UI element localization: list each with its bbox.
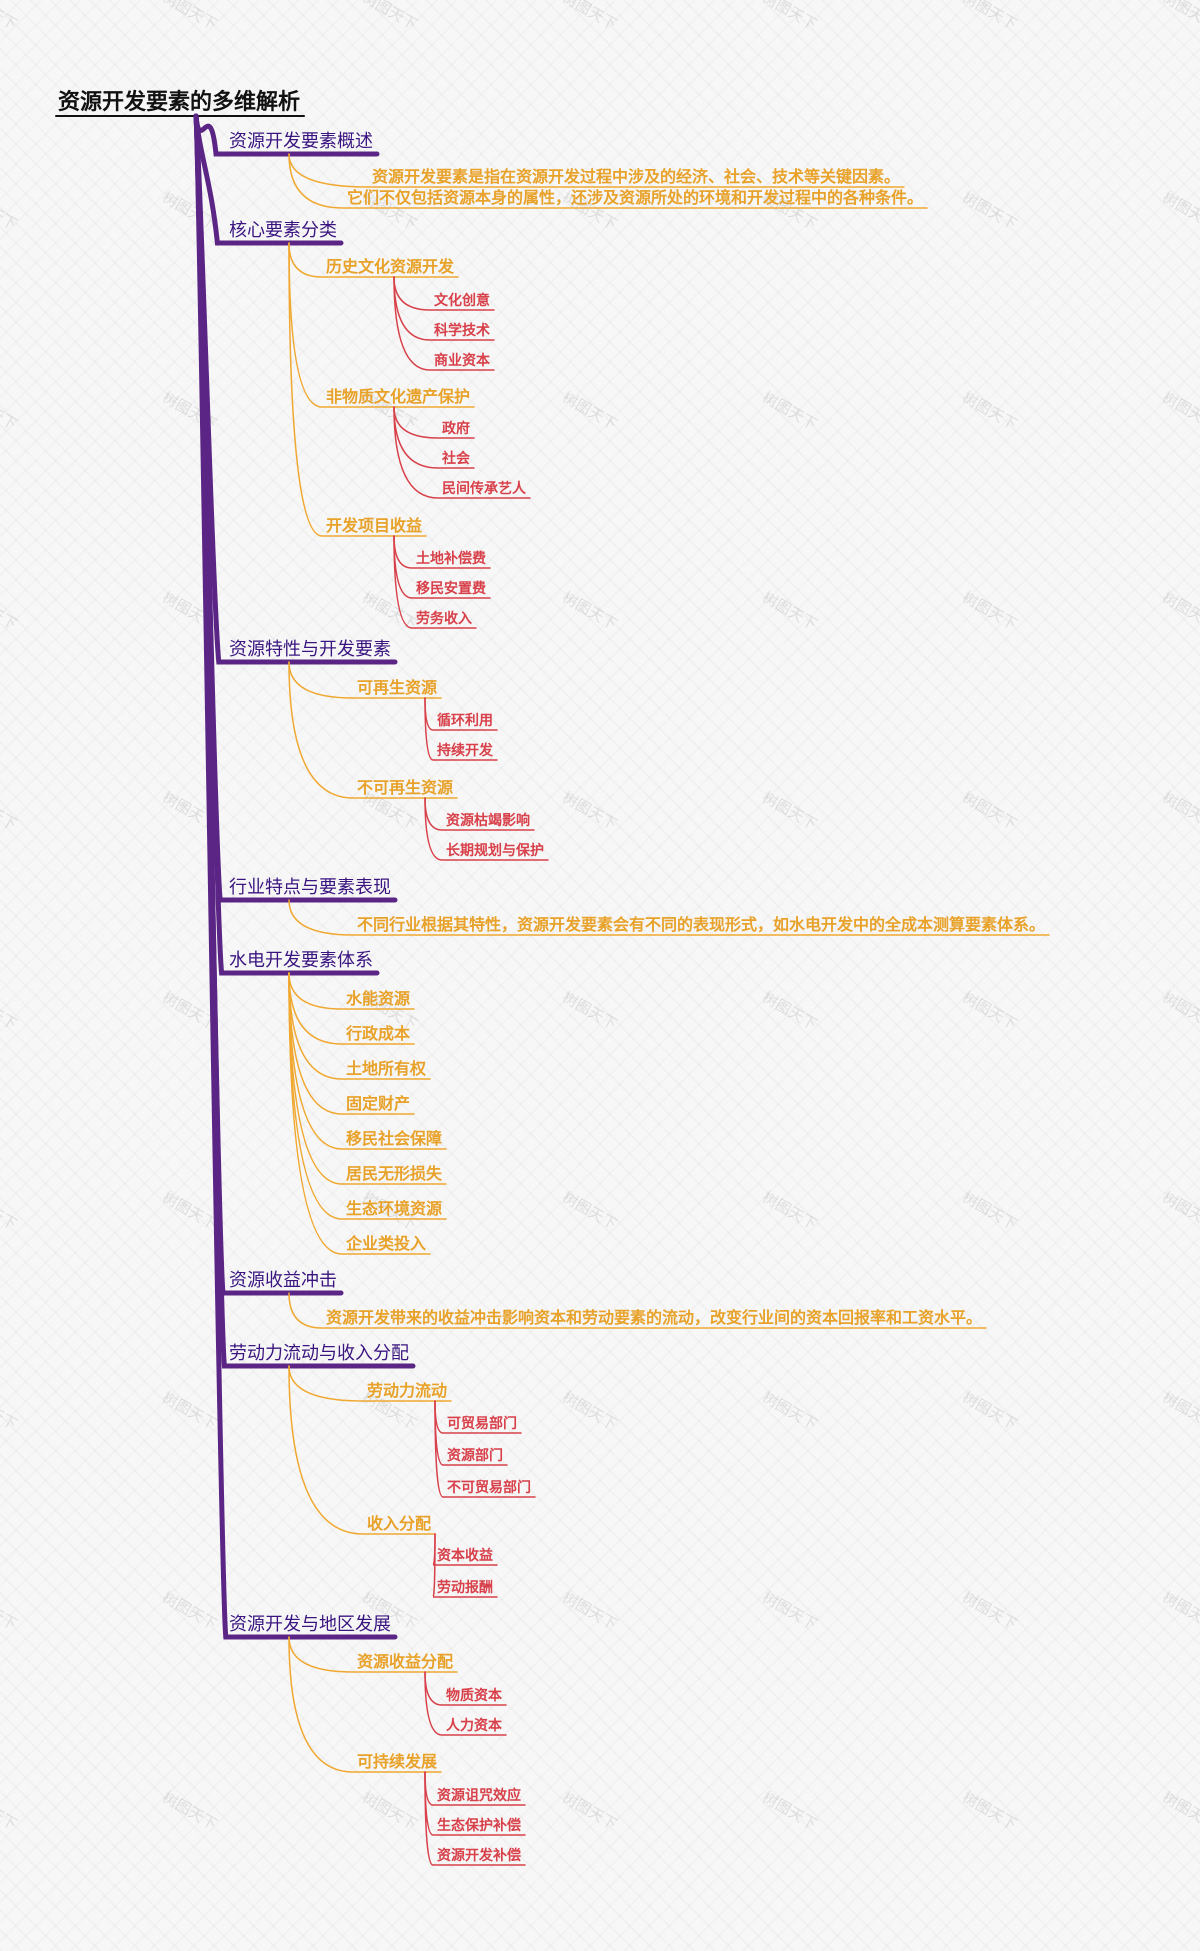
core-heritage-item[interactable]: 民间传承艺人 [442,481,526,497]
region-distribution-item[interactable]: 人力资本 [446,1718,502,1734]
branch-overview[interactable]: 资源开发要素概述 [229,131,373,152]
leaf-connector [424,797,549,861]
labor-flow-item[interactable]: 可贸易部门 [447,1416,517,1432]
group-connector [288,661,442,699]
branch-labor[interactable]: 劳动力流动与收入分配 [229,1343,409,1364]
hydro-item[interactable]: 固定财产 [346,1094,411,1113]
traits-renewable-item[interactable]: 持续开发 [437,743,493,759]
labor-income-item[interactable]: 劳动报酬 [437,1580,493,1596]
branch-industry[interactable]: 行业特点与要素表现 [229,877,391,898]
leaf-connector [424,697,498,761]
region-group-sustainable[interactable]: 可持续发展 [357,1752,438,1771]
leaf-connector [393,406,531,499]
leaf-connector [393,535,477,629]
leaf-connector [432,1533,498,1598]
labor-flow-item[interactable]: 不可贸易部门 [447,1480,531,1496]
core-group-heritage[interactable]: 非物质文化遗产保护 [326,387,471,406]
desc-connector [288,153,905,188]
traits-group-renewable[interactable]: 可再生资源 [357,678,438,697]
group-connector [288,1636,458,1673]
core-heritage-item[interactable]: 政府 [442,421,470,437]
region-distribution-item[interactable]: 物质资本 [446,1688,502,1704]
core-group-revenue[interactable]: 开发项目收益 [326,516,423,535]
core-history-item[interactable]: 科学技术 [434,323,490,339]
hydro-item[interactable]: 居民无形损失 [346,1164,443,1183]
branch-connector [193,113,398,1640]
industry-desc: 不同行业根据其特性，资源开发要素会有不同的表现形式，如水电开发中的全成本测算要素… [357,915,1046,934]
core-revenue-item[interactable]: 移民安置费 [416,581,486,597]
leaf-connector [424,1671,507,1736]
desc-connector [288,1292,987,1329]
core-revenue-item[interactable]: 劳务收入 [416,611,472,627]
root-topic[interactable]: 资源开发要素的多维解析 [58,90,301,115]
leaf-connector [434,1400,536,1498]
hydro-item[interactable]: 行政成本 [346,1024,411,1043]
labor-group-flow[interactable]: 劳动力流动 [367,1381,448,1400]
labor-income-item[interactable]: 资本收益 [437,1548,493,1564]
branch-traits[interactable]: 资源特性与开发要素 [229,639,391,660]
hydro-item[interactable]: 水能资源 [346,989,411,1008]
branch-region[interactable]: 资源开发与地区发展 [229,1614,391,1635]
desc-connector [288,899,1050,936]
impact-desc: 资源开发带来的收益冲击影响资本和劳动要素的流动，改变行业间的资本回报率和工资水平… [326,1308,983,1327]
core-group-history[interactable]: 历史文化资源开发 [326,257,455,276]
traits-group-nonrenewable[interactable]: 不可再生资源 [357,778,454,797]
traits-nonrenewable-item[interactable]: 资源枯竭影响 [446,813,530,829]
branch-hydro[interactable]: 水电开发要素体系 [229,950,373,971]
branch-core[interactable]: 核心要素分类 [229,220,337,241]
core-history-item[interactable]: 商业资本 [434,353,490,369]
region-group-distribution[interactable]: 资源收益分配 [357,1652,454,1671]
labor-group-income[interactable]: 收入分配 [367,1514,432,1533]
region-sustainable-item[interactable]: 生态保护补偿 [437,1818,521,1834]
group-connector [288,242,427,537]
group-connector [288,661,458,799]
hydro-item[interactable]: 土地所有权 [346,1059,427,1078]
region-sustainable-item[interactable]: 资源诅咒效应 [437,1788,521,1804]
hydro-item[interactable]: 生态环境资源 [346,1199,443,1218]
traits-renewable-item[interactable]: 循环利用 [437,713,493,729]
leaf-connector [424,1771,526,1866]
branch-impact[interactable]: 资源收益冲击 [229,1270,337,1291]
leaf-connector [393,276,495,371]
group-connector [288,1365,452,1402]
desc-connector [288,153,928,209]
group-connector [288,1636,442,1773]
item-connector [288,972,431,1255]
hydro-item[interactable]: 移民社会保障 [346,1129,443,1148]
hydro-item[interactable]: 企业类投入 [346,1234,427,1253]
overview-desc-line2: 它们不仅包括资源本身的属性，还涉及资源所处的环境和开发过程中的各种条件。 [347,188,924,207]
core-heritage-item[interactable]: 社会 [442,451,470,467]
core-history-item[interactable]: 文化创意 [434,293,490,309]
labor-flow-item[interactable]: 资源部门 [447,1448,503,1464]
region-sustainable-item[interactable]: 资源开发补偿 [437,1848,521,1864]
overview-desc-line1: 资源开发要素是指在资源开发过程中涉及的经济、社会、技术等关键因素。 [372,167,901,186]
traits-nonrenewable-item[interactable]: 长期规划与保护 [446,843,544,859]
core-revenue-item[interactable]: 土地补偿费 [416,551,486,567]
group-connector [288,1365,436,1535]
